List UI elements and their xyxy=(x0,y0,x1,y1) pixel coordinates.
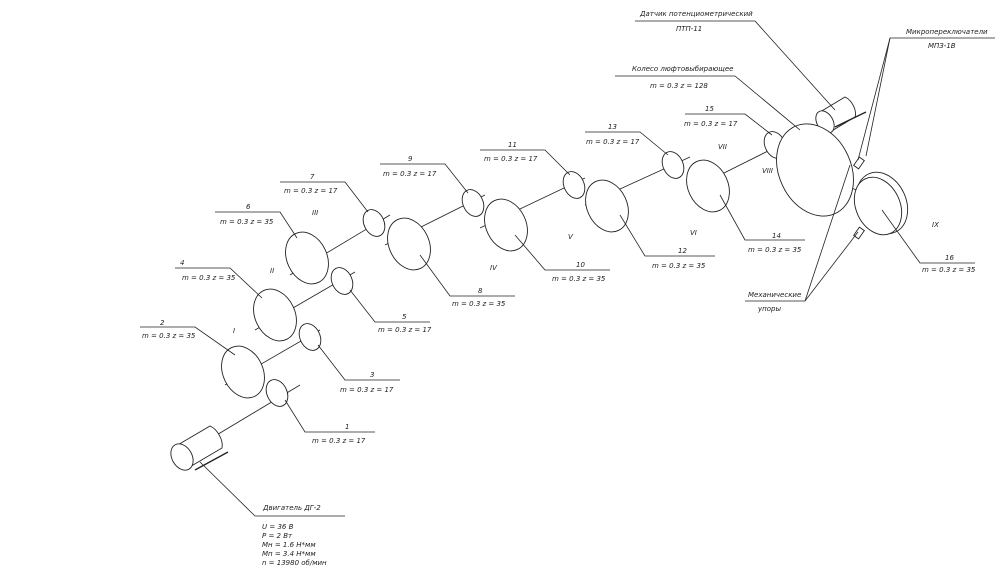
label-text: U = 36 В xyxy=(262,523,294,531)
label-text: Колесо люфтовыбирающее xyxy=(632,65,733,73)
gears xyxy=(221,123,909,407)
component-labels: Датчик потенциометрический ПТП-11 Микроп… xyxy=(262,10,988,567)
label-text: Микропереключатели xyxy=(906,28,988,36)
label-text: m = 0.3 z = 35 xyxy=(748,246,802,254)
label-text: Механические xyxy=(748,291,801,299)
gear-3 xyxy=(298,323,322,351)
potentiometer-sensor-icon xyxy=(815,96,867,134)
label-text: 6 xyxy=(246,203,251,211)
gear-6 xyxy=(285,231,329,285)
label-text: МПЗ-1В xyxy=(928,42,956,50)
label-text: m = 0.3 z = 17 xyxy=(284,187,338,195)
microswitch-icon xyxy=(853,156,865,170)
gear-8 xyxy=(387,217,431,271)
label-text: m = 0.3 z = 35 xyxy=(552,275,606,283)
gear-10 xyxy=(484,198,528,252)
label-text: Датчик потенциометрический xyxy=(639,10,753,18)
leader-lines xyxy=(140,20,995,517)
label-text: 9 xyxy=(408,155,413,163)
anti-backlash-wheel xyxy=(776,123,854,217)
label-text: m = 0.3 z = 35 xyxy=(652,262,706,270)
label-text: 10 xyxy=(576,261,585,269)
label-text: V xyxy=(568,233,574,241)
label-text: VIII xyxy=(762,167,773,175)
label-text: m = 0.3 z = 17 xyxy=(340,386,394,394)
label-text: m = 0.3 z = 35 xyxy=(142,332,196,340)
label-text: m = 0.3 z = 35 xyxy=(220,218,274,226)
label-text: Двигатель ДГ-2 xyxy=(262,504,321,512)
gear-11 xyxy=(562,171,586,199)
gear-4 xyxy=(253,288,297,342)
label-text: 3 xyxy=(370,371,374,379)
label-text: IV xyxy=(490,264,498,272)
label-text: 8 xyxy=(478,287,483,295)
label-text: m = 0.3 z = 17 xyxy=(383,170,437,178)
gear-12 xyxy=(585,179,629,233)
label-text: 7 xyxy=(310,173,315,181)
label-text: Мн = 1.6 Н*мм xyxy=(262,541,316,549)
gear-14 xyxy=(686,159,730,213)
label-text: m = 0.3 z = 128 xyxy=(650,82,708,90)
label-text: n = 13980 об/мин xyxy=(262,559,327,567)
motor-icon xyxy=(170,425,229,471)
label-text: m = 0.3 z = 35 xyxy=(922,266,976,274)
label-text: II xyxy=(270,267,274,275)
label-text: Мп = 3.4 Н*мм xyxy=(262,550,316,558)
gear-13 xyxy=(661,151,685,179)
gear-7 xyxy=(362,209,386,237)
label-text: VII xyxy=(718,143,727,151)
label-text: 5 xyxy=(402,313,407,321)
label-text: ПТП-11 xyxy=(676,25,702,33)
label-text: m = 0.3 z = 17 xyxy=(312,437,366,445)
label-text: 13 xyxy=(608,123,617,131)
label-text: 11 xyxy=(508,141,517,149)
label-text: 4 xyxy=(180,259,184,267)
shaft-labels: I II III IV V VI VII VIII IX xyxy=(233,143,939,335)
label-text: m = 0.3 z = 17 xyxy=(378,326,432,334)
label-text: 1 xyxy=(345,423,349,431)
gear-5 xyxy=(330,267,354,295)
label-text: m = 0.3 z = 35 xyxy=(182,274,236,282)
label-text: упоры xyxy=(757,305,781,313)
label-text: m = 0.3 z = 17 xyxy=(586,138,640,146)
gear-2 xyxy=(221,345,265,399)
label-text: 12 xyxy=(678,247,687,255)
label-text: 14 xyxy=(772,232,781,240)
label-text: m = 0.3 z = 17 xyxy=(684,120,738,128)
label-text: I xyxy=(233,327,235,335)
gear-9 xyxy=(461,189,485,217)
label-text: 16 xyxy=(945,254,954,262)
label-text: IX xyxy=(932,221,939,229)
label-text: 2 xyxy=(160,319,165,327)
label-text: 15 xyxy=(705,105,714,113)
label-text: VI xyxy=(690,229,697,237)
label-text: m = 0.3 z = 35 xyxy=(452,300,506,308)
label-text: III xyxy=(312,209,318,217)
gear-1 xyxy=(265,379,289,407)
stop-icon xyxy=(853,226,865,240)
label-text: P = 2 Вт xyxy=(262,532,293,540)
gear-labels: 1 m = 0.3 z = 17 2 m = 0.3 z = 35 3 m = … xyxy=(142,105,976,445)
label-text: m = 0.3 z = 17 xyxy=(484,155,538,163)
